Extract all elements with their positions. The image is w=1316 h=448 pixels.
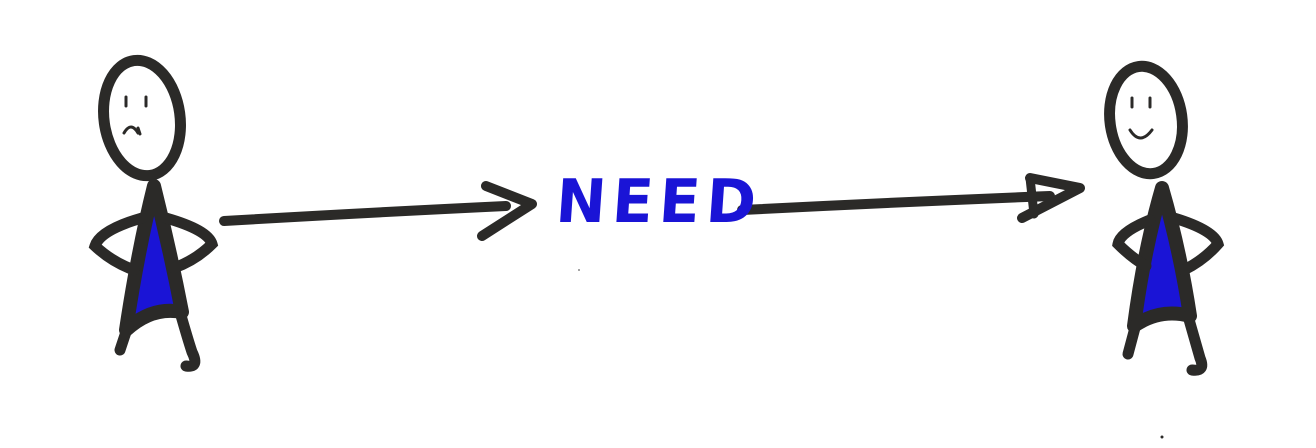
sad-figure-head: [98, 54, 186, 182]
sad-figure-arms: [88, 212, 219, 276]
left-arrowhead-icon: [477, 181, 537, 241]
right-arrow: [737, 173, 1085, 223]
happy-stick-figure: [1104, 60, 1225, 376]
left-arrow: [219, 181, 537, 241]
happy-figure-head: [1104, 60, 1188, 180]
right-arrowhead-icon: [1017, 173, 1085, 223]
sad-figure-body: [119, 179, 189, 337]
right-arrow-shaft: [737, 191, 1055, 215]
sad-stick-figure: [88, 54, 219, 372]
happy-face-icon: [1128, 96, 1154, 140]
happy-figure-legs: [1122, 310, 1208, 376]
happy-figure-arms: [1112, 212, 1225, 276]
sad-figure-legs: [114, 306, 201, 372]
happy-figure-body: [1127, 181, 1197, 333]
sad-face-icon: [122, 95, 148, 136]
left-arrow-shaft: [219, 201, 511, 226]
need-label: NEED: [553, 167, 765, 237]
